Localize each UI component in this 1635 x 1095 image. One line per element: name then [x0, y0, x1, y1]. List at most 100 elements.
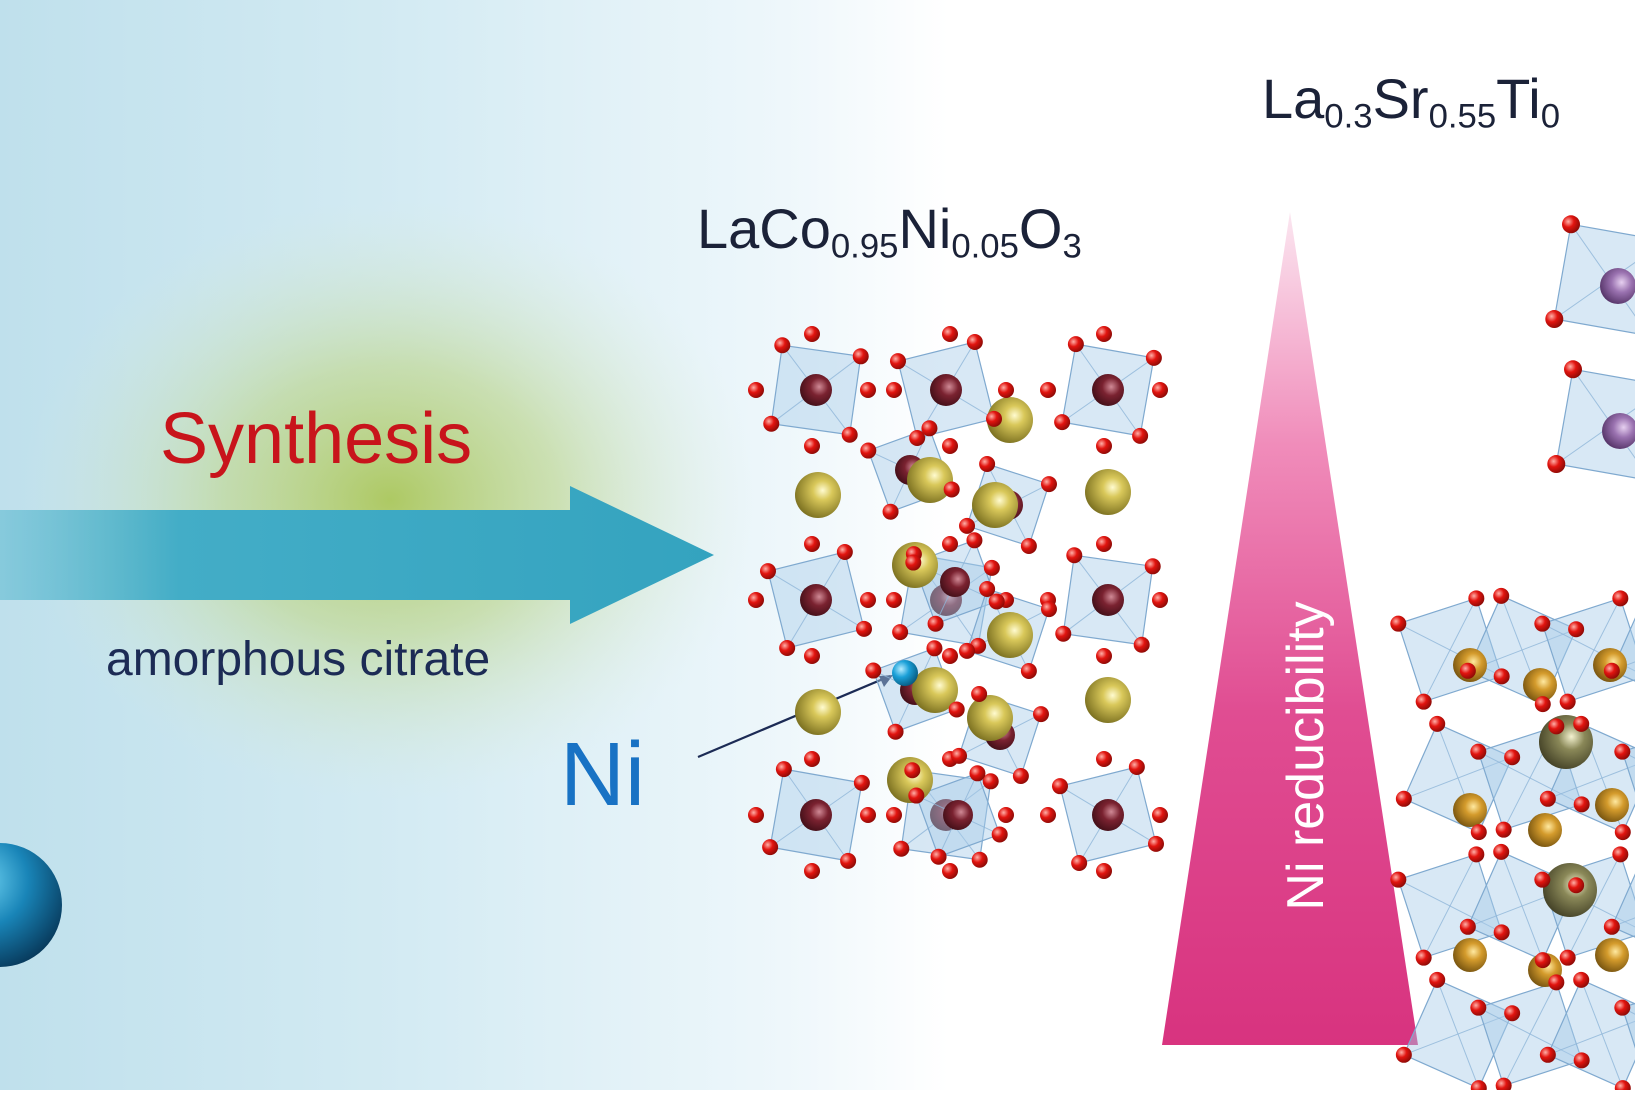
o-atom	[886, 592, 902, 608]
o-atom	[775, 761, 792, 778]
la-atom	[907, 457, 953, 503]
o-atom	[853, 774, 870, 791]
o-atom	[1468, 590, 1485, 607]
o-atom	[1493, 668, 1510, 685]
o-atom	[836, 543, 853, 560]
o-atom	[959, 642, 976, 659]
la-sr-atom	[1595, 788, 1629, 822]
o-atom	[748, 807, 764, 823]
o-atom	[971, 851, 988, 868]
o-atom	[1561, 215, 1580, 234]
o-atom	[1096, 863, 1112, 879]
ni-particle-sphere	[0, 843, 62, 967]
o-atom	[762, 839, 779, 856]
o-atom	[1548, 974, 1565, 991]
o-atom	[1395, 790, 1412, 807]
o-atom	[804, 438, 820, 454]
o-atom	[1132, 427, 1149, 444]
formula-1-sub3: 3	[1062, 227, 1082, 266]
octahedron-edge	[1547, 764, 1635, 800]
o-atom	[942, 536, 958, 552]
o-atom	[804, 326, 820, 342]
octahedron-edge	[1567, 854, 1621, 958]
la-atom	[987, 397, 1033, 443]
o-atom	[1128, 758, 1145, 775]
o-atom	[927, 615, 944, 632]
o-atom	[804, 751, 820, 767]
o-atom	[1614, 999, 1631, 1016]
o-atom	[804, 648, 820, 664]
o-atom	[1548, 718, 1565, 735]
o-atom	[1133, 636, 1150, 653]
octahedron-edge	[1547, 1020, 1635, 1056]
o-atom	[1415, 949, 1432, 966]
o-atom	[951, 747, 968, 764]
o-atom	[860, 807, 876, 823]
formula-2-sub2: 0.55	[1428, 97, 1497, 136]
la-sr-atom	[1528, 813, 1562, 847]
la-sr-atom	[1453, 938, 1487, 972]
o-atom	[1495, 821, 1512, 838]
octahedron-edge	[1403, 756, 1513, 800]
o-atom	[1096, 326, 1112, 342]
octahedron-edge	[1611, 661, 1635, 672]
o-atom	[1429, 971, 1446, 988]
la-sr-atom	[1523, 668, 1557, 702]
o-atom	[748, 592, 764, 608]
o-atom	[1603, 662, 1620, 679]
sr-atom	[1602, 413, 1635, 449]
o-atom	[1612, 590, 1629, 607]
o-atom	[905, 554, 922, 571]
co-atom	[1092, 584, 1124, 616]
o-atom	[982, 773, 999, 790]
synthesis-label: Synthesis	[160, 399, 473, 479]
o-atom	[1504, 1005, 1521, 1022]
o-atom	[908, 787, 925, 804]
la-sr-atom	[1453, 793, 1487, 827]
lasrtio3-crystal-structure	[1390, 215, 1635, 1095]
o-atom	[1040, 476, 1057, 493]
o-atom	[1547, 455, 1566, 474]
o-atom	[942, 648, 958, 664]
co-atom	[930, 374, 962, 406]
o-atom	[966, 333, 983, 350]
o-atom	[983, 559, 1000, 576]
formula-1-end: O	[1018, 197, 1063, 260]
o-atom	[804, 536, 820, 552]
ni-dopant-atom	[892, 660, 918, 686]
amorphous-citrate-label: amorphous citrate	[106, 633, 491, 686]
o-atom	[1040, 382, 1056, 398]
o-atom	[959, 517, 976, 534]
o-atom	[887, 723, 904, 740]
o-atom	[1493, 924, 1510, 941]
o-atom	[1573, 971, 1590, 988]
o-atom	[1470, 824, 1487, 841]
octahedron-edge	[1567, 598, 1621, 702]
o-atom	[1539, 1046, 1556, 1063]
formula-1-sub1: 0.95	[830, 227, 899, 266]
o-atom	[759, 563, 776, 580]
octahedron-edge	[1423, 598, 1477, 702]
o-atom	[1390, 615, 1407, 632]
o-atom	[779, 640, 796, 657]
o-atom	[1066, 547, 1083, 564]
o-atom	[1429, 715, 1446, 732]
o-atom	[942, 326, 958, 342]
formula-2-mid: Sr	[1372, 67, 1429, 130]
la-atom	[795, 472, 841, 518]
o-atom	[1390, 871, 1407, 888]
sr-atom	[1600, 268, 1635, 304]
formula-1-main: LaCo	[697, 197, 831, 260]
o-atom	[852, 348, 869, 365]
o-atom	[1614, 824, 1631, 841]
octahedron-edge	[1403, 1012, 1513, 1056]
o-atom	[1144, 558, 1161, 575]
o-atom	[774, 337, 791, 354]
o-atom	[942, 438, 958, 454]
o-atom	[1573, 1052, 1590, 1069]
o-atom	[886, 807, 902, 823]
octahedron-edge	[1503, 982, 1557, 1086]
o-atom	[943, 481, 960, 498]
